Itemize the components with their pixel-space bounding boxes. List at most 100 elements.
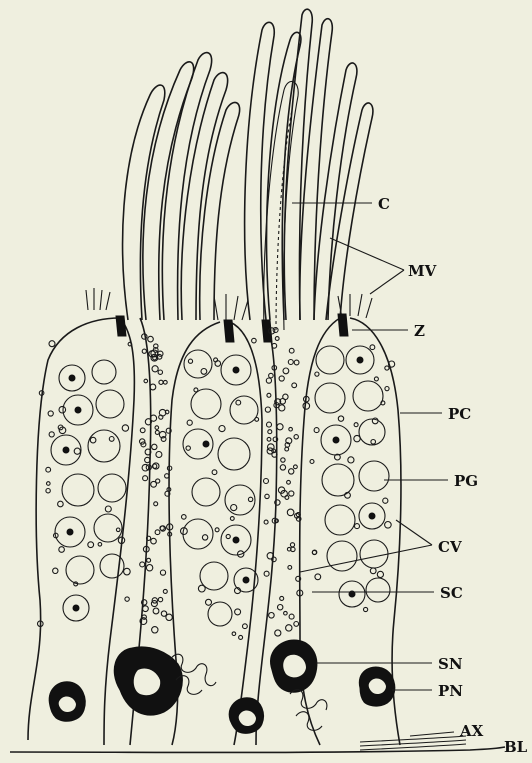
vesicle	[235, 609, 241, 615]
vesicle	[109, 437, 114, 442]
vesicle	[370, 345, 375, 350]
vesicle	[186, 446, 190, 450]
vesicle	[269, 373, 274, 378]
label-ax: AX	[459, 722, 484, 740]
vesicle	[155, 530, 160, 535]
vesicle	[187, 420, 192, 425]
vesicle	[236, 400, 241, 405]
vesicle	[279, 376, 284, 381]
vesicle	[122, 425, 128, 431]
vesicle	[303, 403, 310, 410]
vesicle	[49, 432, 54, 437]
vesicle	[155, 430, 159, 434]
vesicle	[125, 597, 129, 601]
vesicle	[269, 613, 275, 619]
vesicle	[285, 447, 289, 451]
vesicle	[283, 368, 289, 374]
vesicle	[154, 502, 158, 506]
supporting-cell-nuclei	[114, 640, 317, 715]
vesicle	[59, 547, 65, 553]
label-mv: MV	[408, 262, 437, 280]
vesicle	[46, 489, 50, 493]
vesicle	[147, 558, 151, 562]
vesicle	[288, 360, 293, 365]
axon-bundle	[360, 736, 466, 750]
vesicle	[279, 405, 285, 411]
vesicle	[289, 491, 294, 496]
vesicle	[59, 406, 66, 413]
vesicle	[252, 338, 257, 343]
vesicle	[371, 440, 376, 445]
vesicle	[163, 380, 167, 384]
vesicle	[159, 380, 163, 384]
vesicle	[160, 570, 165, 575]
vesicle	[287, 480, 291, 484]
vesicle	[294, 622, 299, 627]
vesicle	[264, 571, 269, 576]
vesicle	[140, 562, 145, 567]
pigment-cell-nuclei	[49, 667, 395, 733]
vesicle	[88, 542, 94, 548]
vesicle	[385, 366, 389, 370]
vesicle	[294, 465, 298, 469]
vesicle	[142, 615, 146, 619]
vesicle	[289, 469, 294, 474]
vesicle	[46, 467, 51, 472]
vesicle	[74, 448, 80, 454]
right-cilia-bundle	[245, 9, 373, 330]
vesicle	[226, 534, 230, 538]
vesicle	[280, 465, 285, 470]
vesicle	[383, 498, 388, 503]
vesicle	[148, 336, 154, 342]
vesicle	[243, 624, 248, 629]
junction-marks	[116, 314, 348, 342]
label-pc: PC	[448, 405, 471, 423]
vesicle	[202, 535, 207, 540]
vesicle	[265, 494, 269, 498]
vesicle	[284, 611, 288, 615]
vesicle	[264, 520, 268, 524]
vesicle	[116, 528, 120, 532]
vesicle	[265, 407, 270, 412]
vesicle	[98, 543, 102, 547]
vesicle	[354, 423, 358, 427]
vesicle	[158, 597, 162, 601]
vesicle	[152, 366, 158, 372]
vesicle	[283, 394, 288, 399]
vesicle	[128, 342, 132, 346]
basal-lamina	[10, 747, 505, 753]
vesicle	[151, 481, 157, 487]
vesicle	[49, 341, 55, 347]
vesicle	[48, 411, 53, 416]
small-vesicles	[38, 328, 395, 640]
vesicle	[267, 437, 271, 441]
vesicle	[145, 457, 150, 462]
vesicle	[315, 372, 319, 376]
vesicle	[156, 452, 162, 458]
vesicle	[142, 464, 149, 471]
vesicle	[267, 393, 271, 397]
vesicle	[194, 388, 198, 392]
vesicle	[315, 574, 321, 580]
vesicle	[215, 528, 219, 532]
vesicle	[152, 627, 158, 633]
vesicle	[288, 566, 292, 570]
label-c: C	[378, 195, 390, 213]
vesicle	[144, 379, 148, 383]
vesicle	[47, 482, 51, 486]
vesicle	[348, 457, 354, 463]
vesicle	[354, 435, 360, 441]
vesicle	[255, 418, 259, 422]
vesicle	[151, 538, 157, 544]
vesicle	[275, 337, 279, 341]
label-pg: PG	[454, 472, 478, 490]
vesicle	[158, 370, 162, 374]
pigment-granules	[51, 346, 390, 626]
vesicle	[385, 387, 389, 391]
vesicle	[58, 501, 64, 507]
vesicle	[314, 428, 319, 433]
granule-dark-spots	[63, 357, 375, 611]
vesicle	[201, 369, 207, 375]
vesicle	[287, 509, 294, 516]
